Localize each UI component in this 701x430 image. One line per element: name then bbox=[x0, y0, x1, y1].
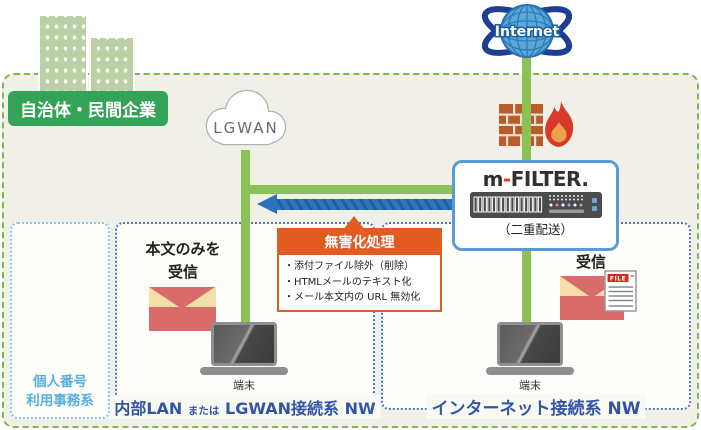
zone-personal-label-line1: 個人番号 bbox=[33, 373, 87, 390]
attachment-file-tag: FILE bbox=[610, 276, 626, 283]
firewall-icon bbox=[499, 104, 543, 146]
terminal-right-label: 端末 bbox=[519, 379, 541, 392]
terminal-left-label: 端末 bbox=[233, 379, 255, 392]
mfilter-logo-filter: FILTER. bbox=[510, 167, 589, 191]
sanitization-pointer-icon bbox=[343, 216, 365, 230]
internet-globe-label: Internet bbox=[495, 24, 560, 40]
mfilter-logo-m: m bbox=[482, 167, 504, 191]
zone-internal-lan-label-post: LGWAN接続系 NW bbox=[224, 399, 376, 418]
laptop-screen-icon bbox=[211, 322, 277, 366]
organization-label: 自治体・民間企業 bbox=[8, 91, 168, 126]
mfilter-logo-hyphen: - bbox=[502, 167, 511, 191]
internet-globe-icon: Internet bbox=[481, 4, 573, 58]
zone-personal-number-label: 個人番号 利用事務系 bbox=[12, 373, 108, 412]
body-only-receive-label: 本文のみを 受信 bbox=[128, 238, 238, 283]
zone-internal-lan-label: 内部LAN または LGWAN接続系 NW bbox=[109, 395, 381, 419]
zone-internal-lan-label-pre: 内部LAN bbox=[114, 399, 183, 418]
internet-link-line bbox=[522, 56, 531, 162]
sanitization-item: ・メール本文内の URL 無効化 bbox=[284, 292, 421, 303]
mfilter-logo: m-FILTER. bbox=[455, 169, 616, 189]
sanitization-box: 無害化処理 ・添付ファイル除外（削除） ・HTMLメールのテキスト化 ・メール本… bbox=[277, 216, 442, 312]
laptop-screen-icon bbox=[497, 322, 563, 366]
body-only-receive-line2: 受信 bbox=[167, 262, 198, 281]
zone-internal-lan-label-mid: または bbox=[187, 405, 220, 417]
mfilter-caption: （二重配送） bbox=[497, 222, 573, 237]
sanitization-items: ・添付ファイル除外（削除） ・HTMLメールのテキスト化 ・メール本文内の UR… bbox=[279, 255, 440, 310]
zone-personal-number: 個人番号 利用事務系 bbox=[10, 222, 110, 419]
sanitization-title: 無害化処理 bbox=[279, 230, 440, 255]
lgwan-cloud-label: LGWAN bbox=[213, 119, 278, 137]
mfilter-appliance-box: m-FILTER. bbox=[452, 160, 619, 251]
building-icon bbox=[38, 14, 88, 96]
building-icon bbox=[89, 36, 135, 96]
sanitized-flow-arrow-shaft bbox=[276, 199, 455, 210]
sanitized-mail-envelope-icon bbox=[149, 287, 216, 331]
zone-internet-nw-label: インターネット接続系 NW bbox=[426, 394, 646, 419]
laptop-base-icon bbox=[200, 367, 288, 375]
attachment-document-icon: FILE bbox=[604, 270, 637, 312]
terminal-right: 端末 bbox=[485, 322, 575, 393]
terminal-left: 端末 bbox=[199, 322, 289, 393]
sanitized-flow-arrow-head bbox=[257, 194, 277, 214]
zone-personal-label-line2: 利用事務系 bbox=[26, 393, 94, 410]
sanitization-item: ・添付ファイル除外（削除） bbox=[284, 261, 414, 272]
receive-label: 受信 bbox=[575, 253, 606, 271]
body-only-receive-line1: 本文のみを bbox=[145, 240, 221, 258]
internet-terminal-link-line bbox=[522, 243, 531, 330]
mfilter-lgwan-link-line bbox=[245, 185, 452, 194]
sanitization-item: ・HTMLメールのテキスト化 bbox=[284, 276, 412, 288]
laptop-base-icon bbox=[486, 367, 574, 375]
lgwan-cloud-icon: LGWAN bbox=[205, 89, 287, 146]
lgwan-link-line bbox=[241, 150, 250, 328]
flame-icon bbox=[545, 101, 574, 147]
server-appliance-icon bbox=[469, 192, 602, 218]
